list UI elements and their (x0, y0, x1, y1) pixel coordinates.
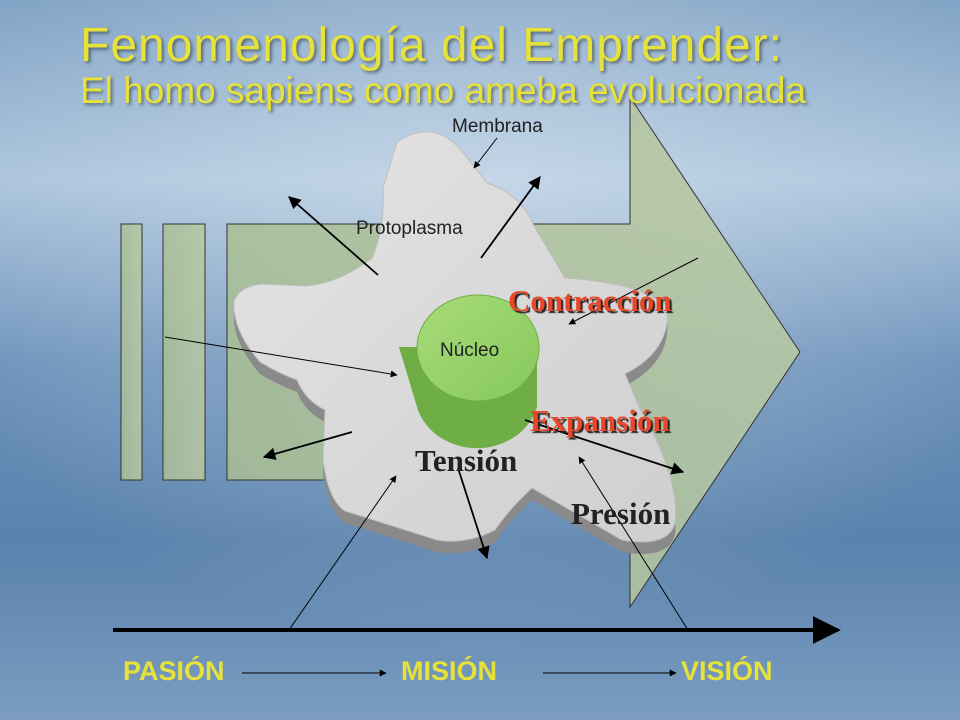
label-membrana: Membrana (452, 116, 543, 137)
label-nucleo: Núcleo (440, 340, 500, 361)
block-bar-1 (120, 223, 143, 481)
label-expansion: Expansión (530, 403, 670, 438)
axis-label-vision: VISIÓN (681, 656, 773, 686)
label-presion: Presión (571, 496, 671, 531)
nucleus-top (416, 294, 540, 402)
arrow-right-down (524, 419, 685, 475)
arrow-from-axis-right (578, 456, 689, 631)
page-subtitle: El homo sapiens como ameba evolucionada (80, 70, 807, 111)
arrow-up-left (288, 196, 379, 276)
block-bar-2 (162, 223, 206, 481)
arrow-from-axis-left (288, 475, 397, 631)
arrow-membrana (473, 137, 498, 169)
arrow-down-left (262, 431, 353, 460)
arrow-up-right (480, 175, 541, 259)
label-protoplasma: Protoplasma (356, 218, 463, 239)
arrow-tension-down (457, 467, 490, 560)
arrow-contraccion (568, 257, 699, 325)
axis-label-mision: MISIÓN (401, 656, 498, 686)
axis-label-pasion: PASIÓN (123, 656, 225, 686)
arrow-left-block (164, 336, 398, 378)
label-tension: Tensión (415, 443, 518, 478)
label-contraccion: Contracción (508, 283, 672, 318)
page-title: Fenomenología del Emprender: (80, 19, 784, 72)
